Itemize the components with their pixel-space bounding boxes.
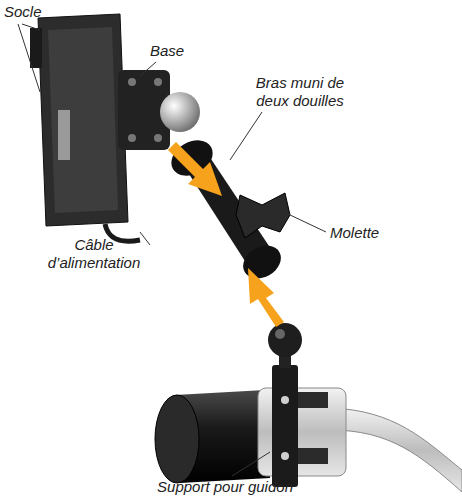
base-screw xyxy=(128,78,136,86)
part-label: Bras muni de deux douilles xyxy=(240,74,360,110)
part-label: Câble d’alimentation xyxy=(34,236,154,272)
base-screw xyxy=(154,78,162,86)
clamp-ring xyxy=(258,388,346,476)
part-label: Socle xyxy=(4,3,64,21)
leader-line xyxy=(230,112,262,160)
clamp-screw xyxy=(281,452,289,460)
clamp-block xyxy=(272,365,298,487)
leader-lines xyxy=(18,24,326,476)
clamp-ball xyxy=(268,323,302,357)
base-screw xyxy=(128,134,136,142)
cradle-contacts xyxy=(58,110,70,160)
ball-highlight xyxy=(275,329,285,339)
leader-line xyxy=(288,214,326,232)
arm-socket xyxy=(237,239,287,285)
assembly-arrow xyxy=(168,142,222,196)
clamp-bolt xyxy=(298,392,328,408)
clamp-screw xyxy=(281,396,289,404)
leader-line xyxy=(140,62,156,76)
knob xyxy=(236,193,290,238)
leader-line xyxy=(140,232,150,245)
part-label: Support pour guidon xyxy=(110,478,340,496)
part-label: Base xyxy=(150,42,210,60)
grip-end xyxy=(155,395,199,483)
assembly-arrow xyxy=(248,268,284,327)
cradle xyxy=(38,14,128,226)
leader-line xyxy=(22,24,40,30)
leader-line xyxy=(232,452,270,476)
cradle-tab xyxy=(30,28,42,68)
base-ball xyxy=(160,92,200,132)
leader-line xyxy=(18,24,40,92)
cradle-face xyxy=(48,27,118,213)
clamp-bolt xyxy=(298,448,328,464)
handlebar-tube xyxy=(330,408,462,492)
base-screw xyxy=(154,134,162,142)
part-label: Molette xyxy=(330,224,420,242)
